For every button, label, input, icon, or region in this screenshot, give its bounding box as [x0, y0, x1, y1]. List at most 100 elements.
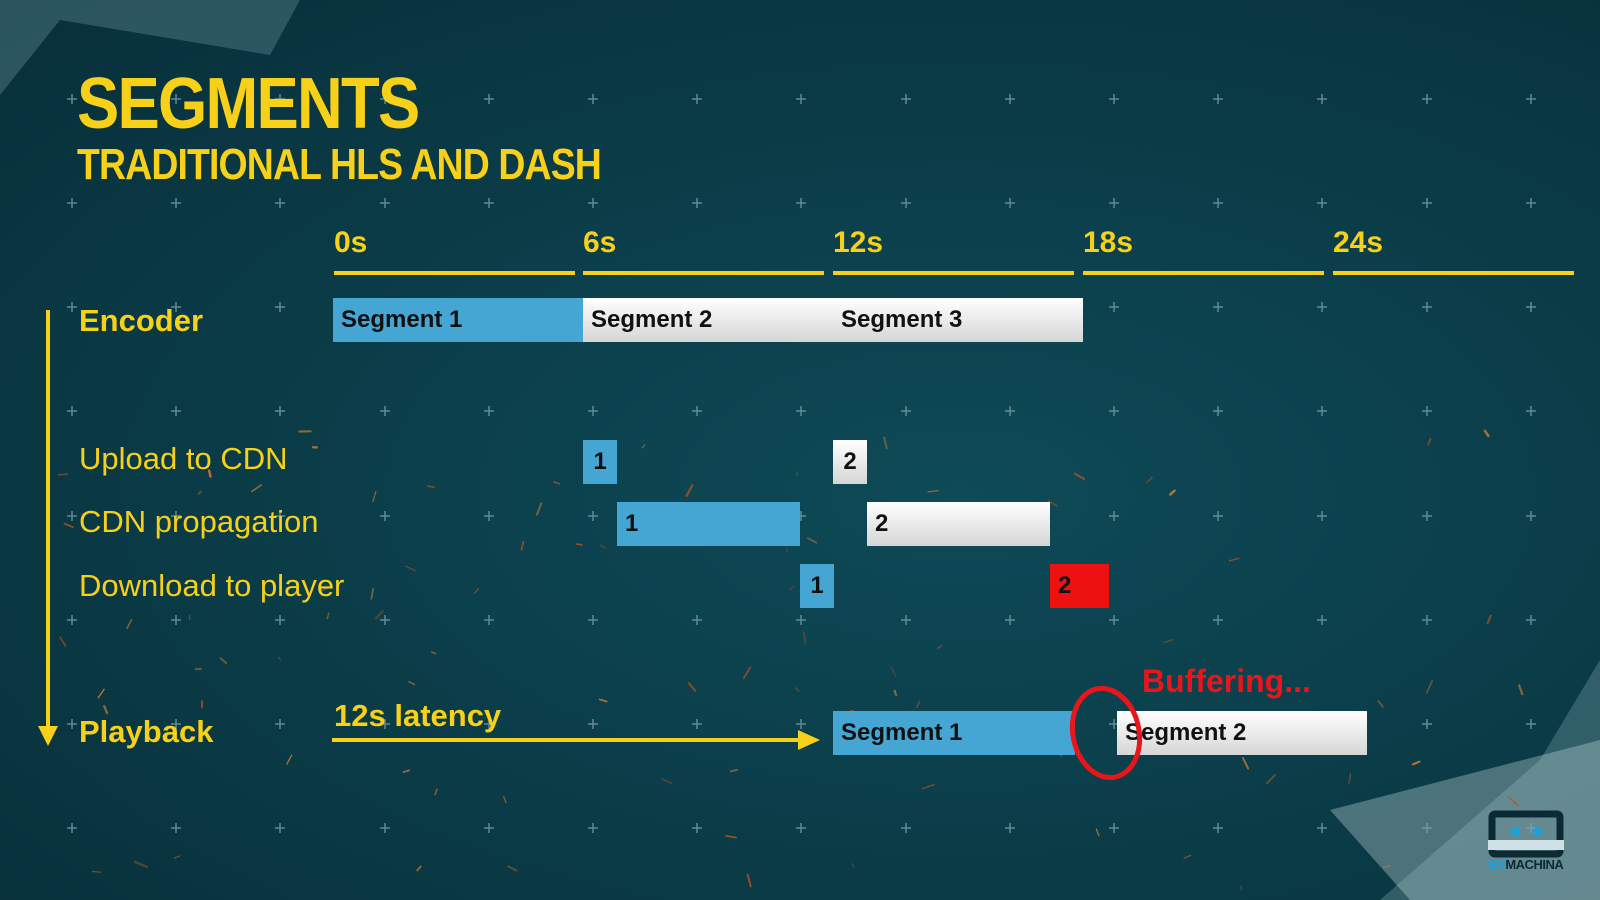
plus-mark: [1109, 406, 1119, 416]
spark: [133, 860, 149, 868]
plus-mark: [1317, 511, 1327, 521]
plus-mark: [1213, 511, 1223, 521]
plus-mark: [796, 198, 806, 208]
spark: [1426, 679, 1433, 694]
plus-mark: [171, 615, 181, 625]
plus-mark: [692, 823, 702, 833]
spark: [402, 769, 411, 773]
plus-mark: [1213, 198, 1223, 208]
plus-mark: [67, 615, 77, 625]
spark: [1266, 774, 1276, 785]
spark: [103, 704, 109, 715]
plus-mark: [484, 406, 494, 416]
spark: [63, 522, 74, 528]
plus-mark: [1422, 615, 1432, 625]
plus-mark: [1109, 94, 1119, 104]
plus-mark: [380, 406, 390, 416]
plus-mark: [67, 406, 77, 416]
spark: [320, 587, 329, 592]
plus-mark: [1109, 302, 1119, 312]
tick-bar-24s: [1333, 271, 1574, 275]
latency-label: 12s latency: [334, 698, 502, 733]
logo-ex: EX: [1489, 857, 1506, 872]
tick-label-6s: 6s: [583, 226, 617, 259]
plus-mark: [1422, 823, 1432, 833]
encoder-segment-3: Segment 3: [833, 298, 1083, 342]
plus-mark: [275, 823, 285, 833]
plus-mark: [1526, 615, 1536, 625]
spark: [126, 618, 133, 630]
plus-mark: [484, 719, 494, 729]
plus-mark: [171, 406, 181, 416]
spark: [1145, 476, 1153, 484]
plus-mark: [692, 719, 702, 729]
spark: [1411, 760, 1421, 766]
plus-mark: [1109, 615, 1119, 625]
flow-down-arrow: [38, 310, 58, 746]
spark: [575, 543, 583, 546]
spark: [474, 588, 480, 594]
plus-mark: [1526, 406, 1536, 416]
plus-mark: [1422, 198, 1432, 208]
spark: [729, 768, 739, 773]
row-label-download: Download to player: [79, 568, 345, 603]
spark: [1183, 854, 1192, 859]
plus-mark: [1213, 94, 1223, 104]
row-label-upload: Upload to CDN: [79, 441, 288, 476]
spark: [326, 612, 330, 620]
bottom-right-light-shard-2: [1330, 740, 1600, 900]
spark: [921, 784, 935, 790]
plus-mark: [380, 719, 390, 729]
spark: [520, 540, 525, 551]
plus-mark: [588, 406, 598, 416]
encoder-segment-2: Segment 2: [583, 298, 833, 342]
spark: [598, 698, 608, 703]
plus-mark: [1317, 406, 1327, 416]
spark: [687, 681, 697, 692]
spark: [1518, 684, 1524, 696]
spark: [641, 444, 646, 449]
spark: [507, 865, 518, 872]
plus-mark: [67, 823, 77, 833]
spark: [685, 484, 694, 497]
spark: [1486, 614, 1493, 625]
row-label-playback: Playback: [79, 714, 214, 749]
spark: [374, 609, 384, 620]
spark: [535, 502, 543, 516]
spark: [661, 778, 673, 784]
plus-mark: [380, 511, 390, 521]
exmachina-logo-text: EXMACHINA: [1489, 857, 1564, 872]
spark: [794, 687, 800, 692]
spark: [937, 645, 942, 650]
spark: [1095, 828, 1100, 837]
tick-bar-18s: [1083, 271, 1324, 275]
plus-mark: [1109, 198, 1119, 208]
latency-arrow: [332, 730, 820, 750]
plus-mark: [67, 94, 77, 104]
plus-mark: [275, 615, 285, 625]
plus-mark: [901, 198, 911, 208]
plus-mark: [484, 615, 494, 625]
plus-mark: [1005, 94, 1015, 104]
spark: [286, 754, 293, 765]
plus-mark: [588, 823, 598, 833]
plus-mark: [692, 94, 702, 104]
plus-mark: [1005, 615, 1015, 625]
spark: [851, 863, 855, 868]
plus-mark: [171, 823, 181, 833]
spark: [207, 469, 212, 478]
plus-mark: [1422, 94, 1432, 104]
spark: [890, 666, 897, 678]
plus-mark: [901, 823, 911, 833]
tick-label-12s: 12s: [833, 226, 884, 259]
propagation-block-2: 2: [867, 502, 1050, 546]
download-block-1: 1: [800, 564, 834, 608]
plus-mark: [796, 719, 806, 729]
plus-marks: [67, 94, 1536, 833]
spark: [1169, 489, 1176, 496]
row-label-encoder: Encoder: [79, 303, 204, 338]
top-left-light-shard: [0, 0, 300, 95]
spark: [250, 484, 263, 493]
plus-mark: [275, 511, 285, 521]
plus-mark: [171, 198, 181, 208]
